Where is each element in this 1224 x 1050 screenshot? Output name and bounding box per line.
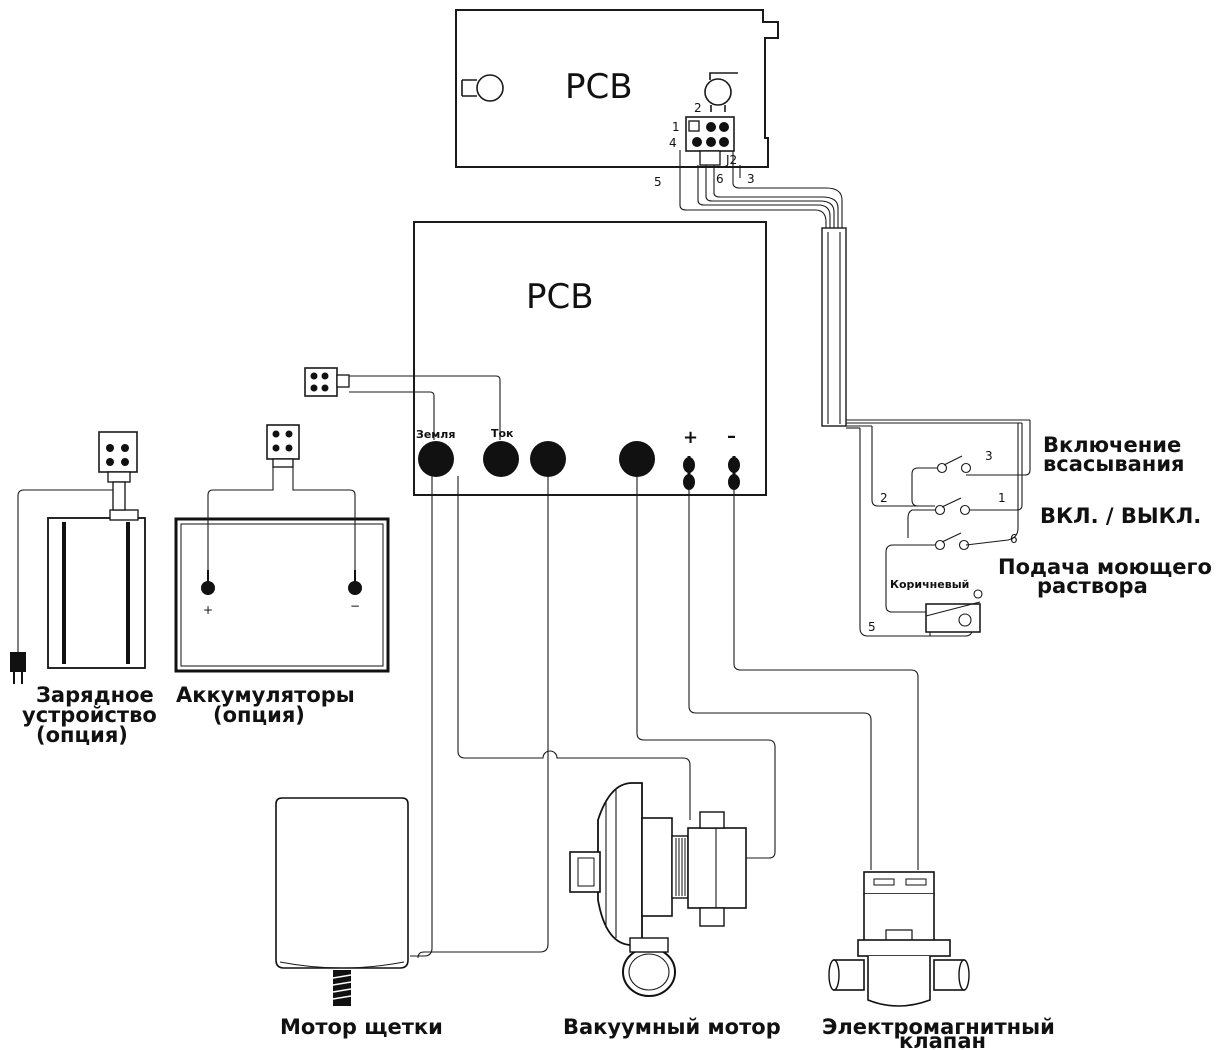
battery-minus-post <box>348 570 362 595</box>
plus-terminal <box>683 456 695 490</box>
mains-plug-icon <box>10 652 26 684</box>
top-pcb-label: PCB <box>565 67 633 107</box>
battery-plug <box>266 424 300 468</box>
solenoid-label-1: Электромагнитный <box>822 1015 1055 1039</box>
mounting-hole-left <box>461 74 504 102</box>
solenoid-label-2: клапан <box>899 1029 986 1050</box>
charger-plug-connector <box>98 431 138 511</box>
battery-plus-post <box>201 570 215 595</box>
charger-unit <box>47 509 146 669</box>
main-pcb-board: PCB Земля Ток + – <box>413 221 767 496</box>
switch-panel: 3 2 1 6 5 Коричневый Включение всасывани… <box>846 419 1212 637</box>
vacuum-outlet-ring <box>622 937 676 997</box>
j2-pin-2: 2 <box>694 101 702 115</box>
charger-label-1: Зарядное <box>36 683 154 707</box>
suction-switch-label-1: Включение <box>1043 433 1181 457</box>
minus-terminal <box>728 456 740 490</box>
main-pcb-wires <box>410 476 919 959</box>
j2-pin-4: 4 <box>669 136 677 150</box>
wire-label-5-switch: 5 <box>868 620 876 634</box>
battery-label-1: Аккумуляторы <box>176 683 355 707</box>
ground-terminal-label: Земля <box>416 428 455 441</box>
j2-label: J2 <box>725 153 737 167</box>
wire-label-6-switch: 6 <box>1010 532 1018 546</box>
brush-terminal <box>530 441 566 477</box>
power-switch-label: ВКЛ. / ВЫКЛ. <box>1040 504 1201 528</box>
battery-pack: + − <box>174 517 390 673</box>
battery-minus-mark: − <box>350 599 360 613</box>
wire-label-6-top: 6 <box>716 172 724 186</box>
top-pcb-board: PCB 2 1 4 J2 5 6 3 <box>455 9 779 189</box>
mounting-hole-right <box>704 72 738 112</box>
vacuum-motor <box>569 782 747 997</box>
ground-terminal <box>418 441 454 477</box>
vacuum-terminal <box>619 441 655 477</box>
vacuum-motor-coil <box>675 838 686 896</box>
wire-label-2-switch: 2 <box>880 491 888 505</box>
brush-motor <box>275 797 409 1006</box>
minus-terminal-label: – <box>727 426 736 447</box>
cable-sheath <box>821 227 847 427</box>
battery-label-2: (опция) <box>213 703 305 727</box>
plus-terminal-label: + <box>683 427 698 448</box>
j2-connector <box>685 116 735 166</box>
wire-label-1-switch: 1 <box>998 491 1006 505</box>
current-terminal <box>483 441 519 477</box>
main-pcb-label: PCB <box>526 277 594 317</box>
charger-label-3: (опция) <box>36 723 128 747</box>
current-terminal-label: Ток <box>491 427 514 440</box>
detergent-switch-label-2: раствора <box>1037 574 1148 598</box>
battery-plus-mark: + <box>203 603 213 617</box>
pcb-power-plug <box>304 367 350 397</box>
top-harness <box>679 150 843 232</box>
charger-label-2: устройство <box>22 703 157 727</box>
brush-motor-label: Мотор щетки <box>280 1015 443 1039</box>
wire-label-3-top: 3 <box>747 172 755 186</box>
vacuum-motor-label: Вакуумный мотор <box>563 1015 781 1039</box>
wire-label-5-top: 5 <box>654 175 662 189</box>
brown-wire-label: Коричневый <box>890 578 969 591</box>
j2-pin-1: 1 <box>672 120 680 134</box>
micro-switch <box>925 589 983 636</box>
solenoid-valve <box>828 871 970 1007</box>
detergent-switch-label-1: Подача моющего <box>998 555 1212 579</box>
wire-label-3-switch: 3 <box>985 449 993 463</box>
suction-switch-label-2: всасывания <box>1043 452 1185 476</box>
